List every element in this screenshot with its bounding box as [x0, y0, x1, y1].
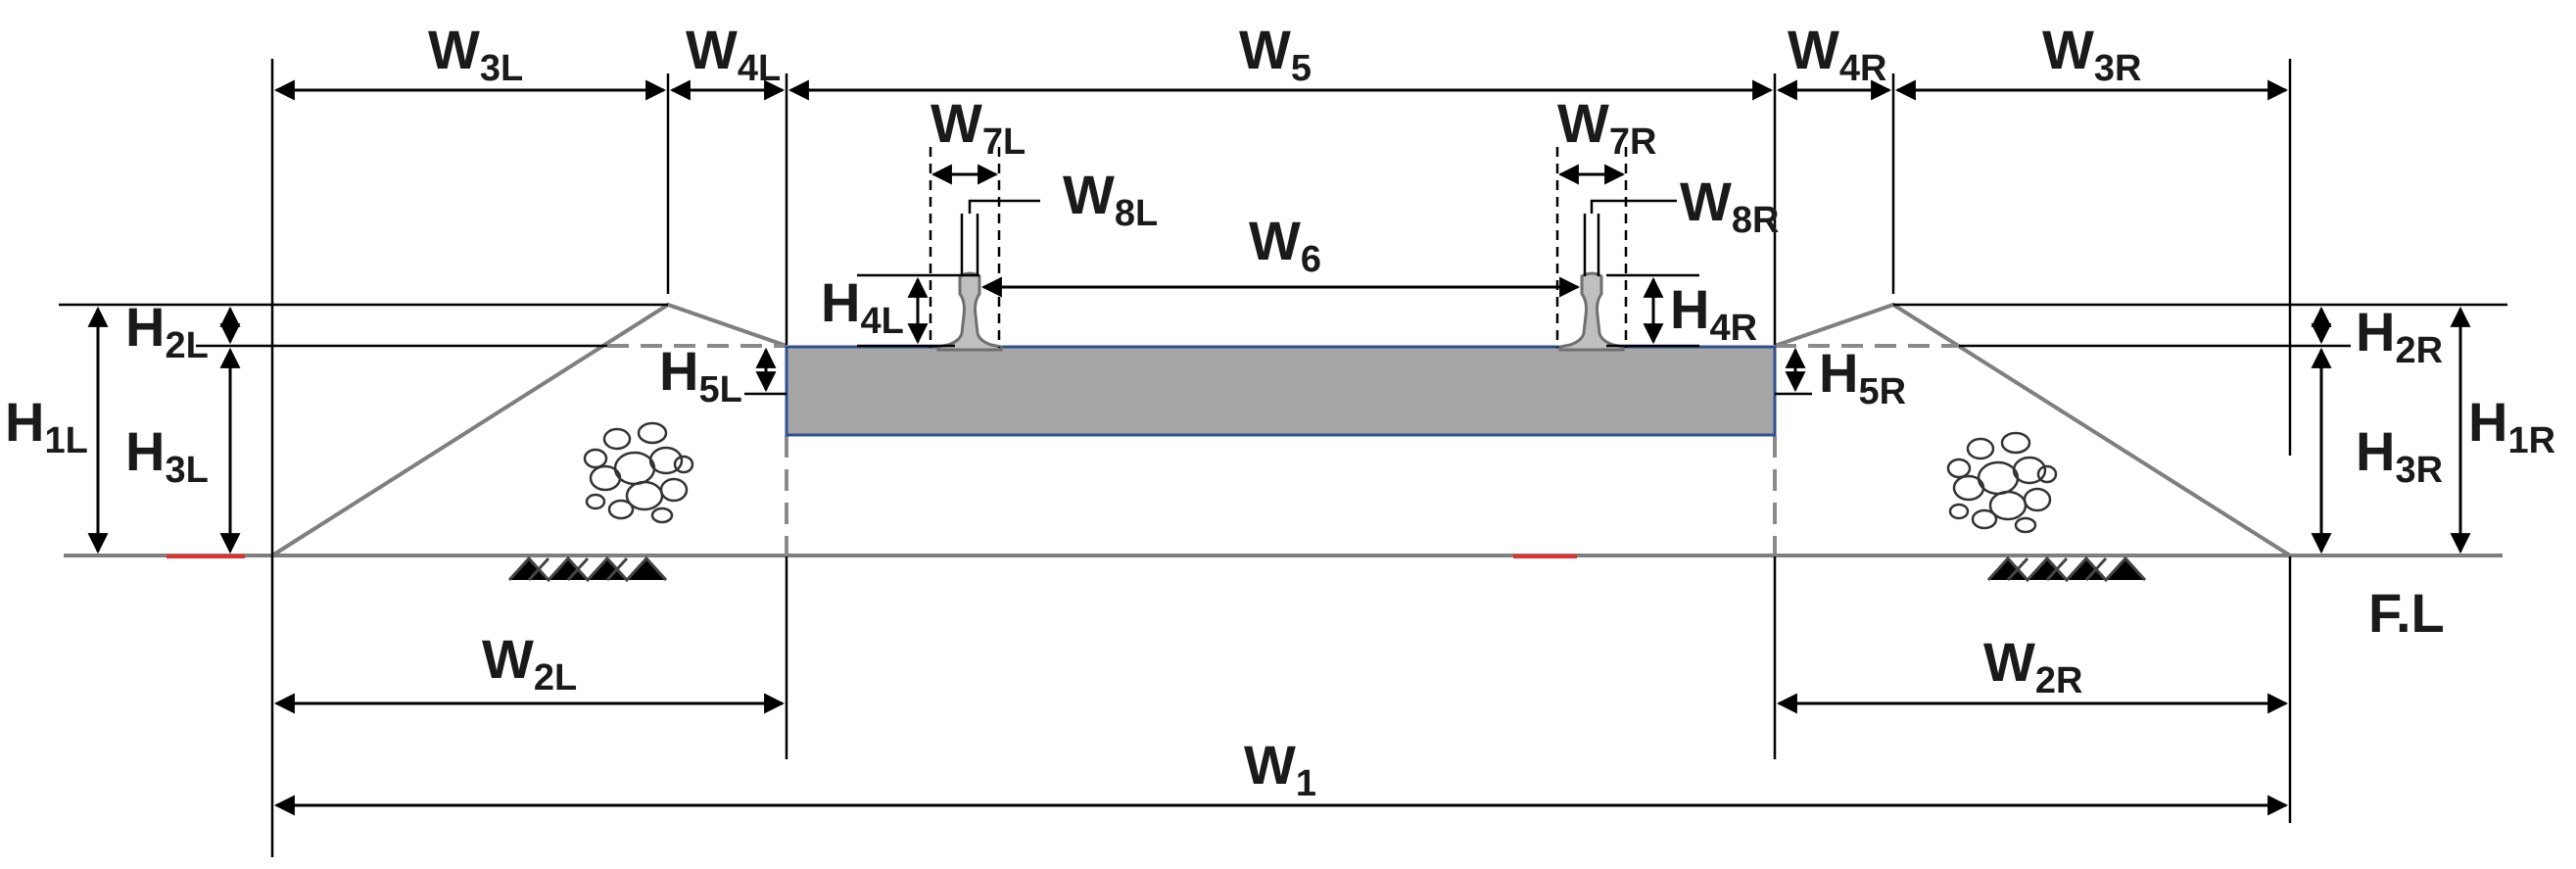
label-h5l: H5L: [659, 340, 742, 410]
label-h1l: H1L: [5, 391, 88, 461]
ballast-stones-icon: [1946, 431, 2058, 534]
embankment-left: [270, 302, 787, 557]
rail-left: [936, 271, 1003, 352]
ground-hatch-icon: [1986, 555, 2147, 583]
label-w2l: W2L: [482, 628, 577, 699]
label-w4l: W4L: [686, 19, 781, 89]
label-w3l: W3L: [428, 19, 523, 89]
label-w7l: W7L: [930, 92, 1026, 163]
label-h2l: H2L: [125, 296, 209, 366]
label-w1: W1: [1244, 734, 1316, 804]
label-w3r: W3R: [2042, 19, 2141, 89]
label-w7r: W7R: [1557, 92, 1656, 163]
label-h4l: H4L: [821, 271, 904, 342]
label-w2r: W2R: [1983, 631, 2082, 701]
label-h4r: H4R: [1670, 278, 1757, 349]
label-w8l: W8L: [1063, 164, 1158, 234]
label-h2r: H2R: [2356, 301, 2443, 371]
label-w5: W5: [1239, 19, 1312, 89]
label-h3r: H3R: [2356, 420, 2443, 491]
label-w4r: W4R: [1788, 19, 1886, 89]
label-w6: W6: [1249, 210, 1321, 280]
concrete-slab: [785, 345, 1777, 437]
ground-hatch-icon: [507, 555, 668, 583]
label-h1r: H1R: [2468, 391, 2555, 461]
ballast-stones-icon: [583, 421, 694, 524]
label-fl: F.L: [2368, 582, 2445, 644]
label-w8r: W8R: [1680, 170, 1779, 241]
label-h5r: H5R: [1819, 342, 1906, 412]
label-h3l: H3L: [125, 420, 209, 491]
rail-right: [1558, 271, 1625, 352]
